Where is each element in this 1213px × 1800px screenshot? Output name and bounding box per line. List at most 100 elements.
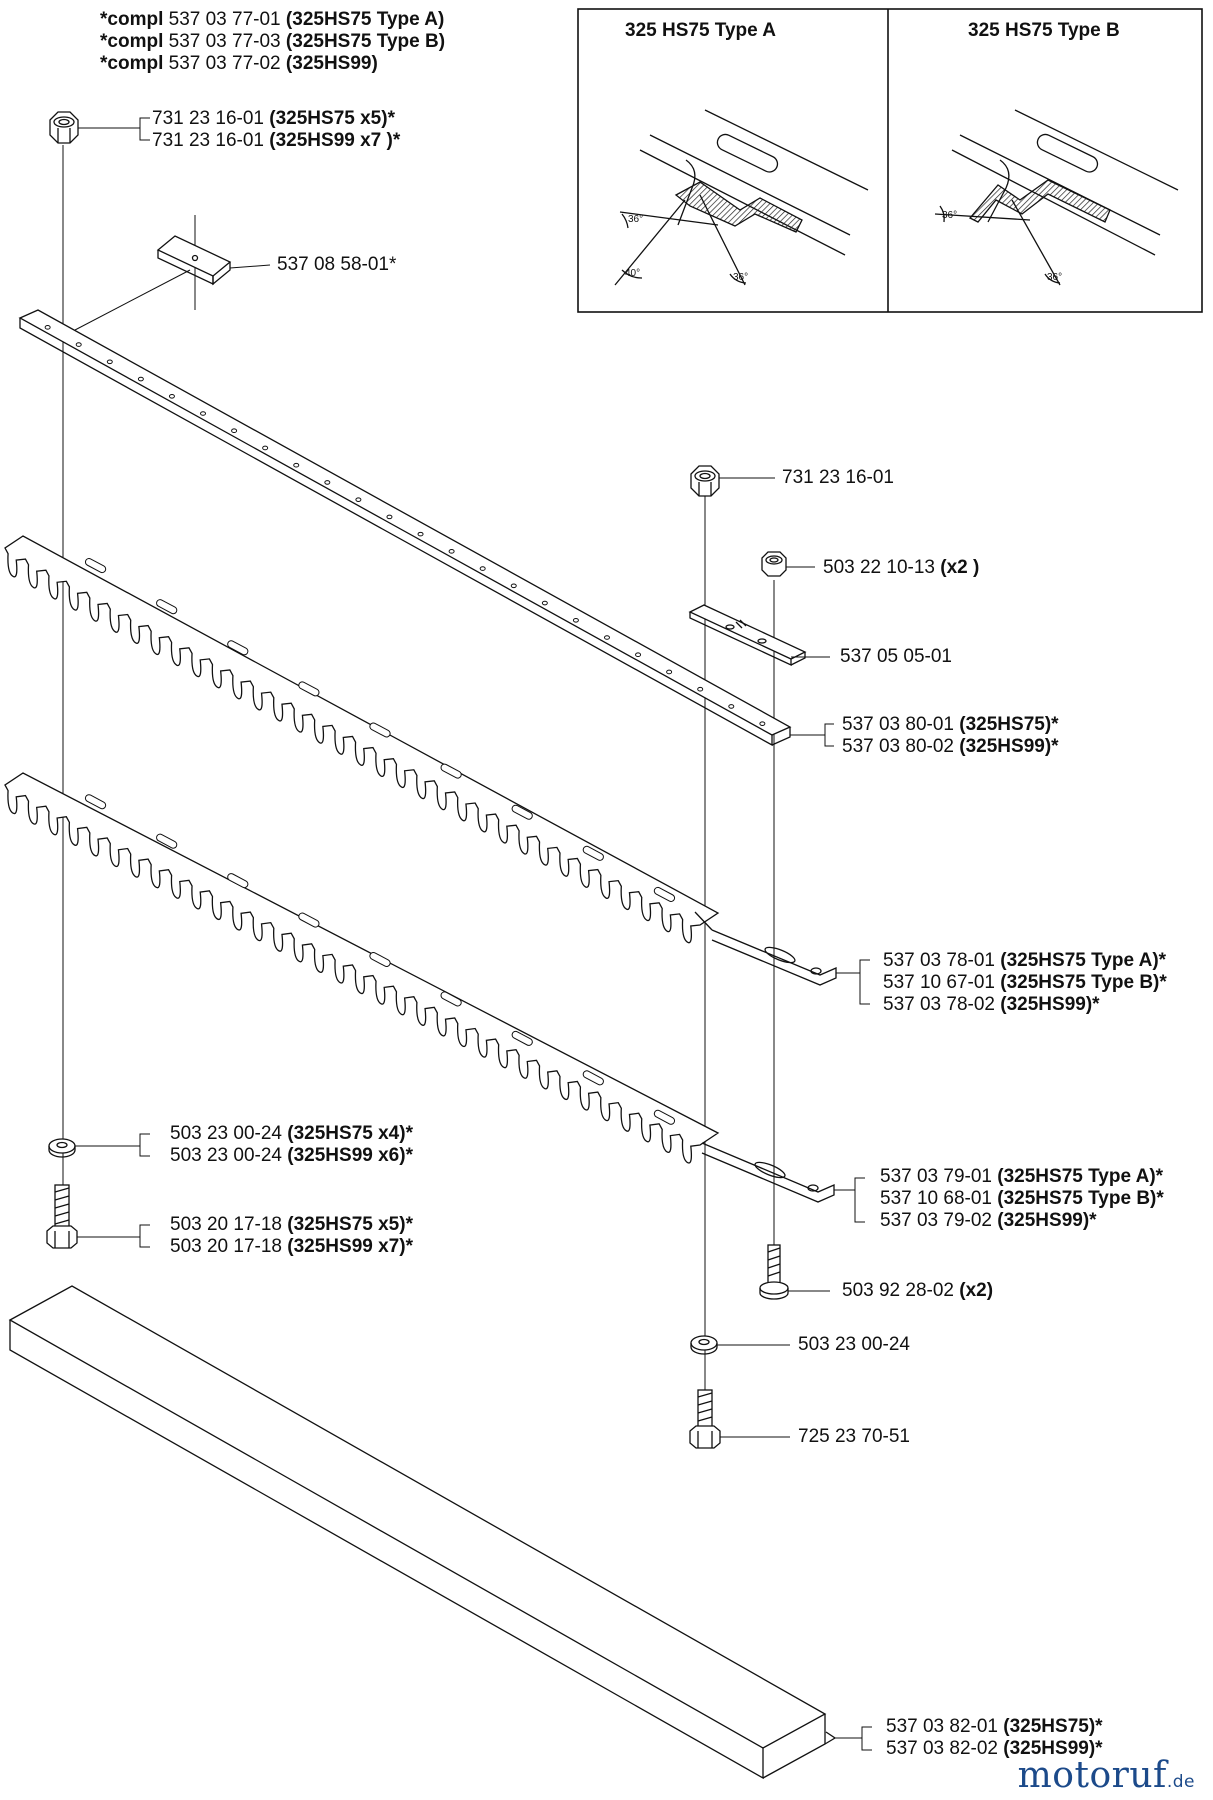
compl-prefix: *compl xyxy=(100,53,164,74)
label-plate: 537 05 05-01 xyxy=(840,646,952,667)
bar-hole xyxy=(417,531,424,537)
blade-slot xyxy=(156,599,178,615)
bar-hole xyxy=(262,445,269,451)
screw-small xyxy=(759,1244,789,1300)
label-blade-upper-1: 537 03 78-01 (325HS75 Type A)* xyxy=(883,950,1167,971)
bar-hole xyxy=(541,600,548,606)
label-bolt-left-2: 503 20 17-18 (325HS99 x7)* xyxy=(170,1236,413,1257)
label-clip: 537 08 58-01* xyxy=(277,254,397,275)
blade-slot xyxy=(84,794,107,810)
label-bolt-left-1: 503 20 17-18 (325HS75 x5)* xyxy=(170,1214,413,1235)
label-blade-upper-3: 537 03 78-02 (325HS99)* xyxy=(883,994,1100,1015)
compl-line-1: *compl 537 03 77-01 (325HS75 Type A) xyxy=(100,8,444,31)
label-nut-small: 503 22 10-13 (x2 ) xyxy=(823,557,980,578)
type-a-detail xyxy=(614,109,869,286)
blade-slot xyxy=(298,681,320,697)
bar-hole xyxy=(448,549,455,554)
type-b-angle-1: 36° xyxy=(942,210,957,221)
label-washer-right: 503 23 00-24 xyxy=(798,1334,910,1355)
blade-slot xyxy=(227,640,249,656)
type-a-angle-3: 36° xyxy=(733,272,748,283)
blade-slot xyxy=(227,873,249,889)
type-b-angle-2: 36° xyxy=(1047,272,1062,283)
hex-nut-small xyxy=(761,551,787,577)
bolt-left xyxy=(46,1184,78,1249)
label-nut-top-2: 731 23 16-01 (325HS99 x7 )* xyxy=(152,130,401,151)
clip-to-bar-line xyxy=(74,269,191,331)
blade-slot xyxy=(156,833,178,849)
label-blade-upper-2: 537 10 67-01 (325HS75 Type B)* xyxy=(883,972,1167,993)
bar-hole xyxy=(572,617,579,623)
inset-title-type-a: 325 HS75 Type A xyxy=(625,20,777,41)
blade-slot xyxy=(582,845,604,861)
compl-line-2: *compl 537 03 77-03 (325HS75 Type B) xyxy=(100,30,445,53)
bar-hole xyxy=(231,428,238,434)
compl-code: 537 03 77-02 xyxy=(168,53,281,74)
blade-slot xyxy=(511,804,533,820)
blade-slot xyxy=(440,991,462,1007)
bar-hole xyxy=(635,652,642,658)
hex-nut-right xyxy=(690,465,720,497)
compl-model: (325HS99) xyxy=(285,53,378,74)
compl-code: 537 03 77-01 xyxy=(168,9,281,30)
upper-blade-slots xyxy=(84,558,676,902)
label-guard-1: 537 03 82-01 (325HS75)* xyxy=(886,1716,1103,1737)
label-guard-2: 537 03 82-02 (325HS99)* xyxy=(886,1738,1103,1759)
leader-lines xyxy=(75,117,872,1751)
bar-hole xyxy=(510,583,517,589)
bar-hole xyxy=(666,669,673,675)
bar-hole xyxy=(200,411,207,416)
watermark-logo: motoruf.de xyxy=(1017,1755,1195,1796)
bar-holes xyxy=(44,325,766,726)
connector-plate xyxy=(688,604,807,667)
label-blade-lower-3: 537 03 79-02 (325HS99)* xyxy=(880,1210,1097,1231)
bar-hole xyxy=(324,480,331,485)
bar-hole xyxy=(137,376,144,382)
label-washer-left-2: 503 23 00-24 (325HS99 x6)* xyxy=(170,1145,413,1166)
support-bar xyxy=(18,309,792,747)
blade-slot xyxy=(653,886,676,902)
type-a-angle-1: 36° xyxy=(628,214,643,225)
compl-model: (325HS75 Type B) xyxy=(285,31,446,52)
blade-guard xyxy=(8,1285,837,1780)
compl-model: (325HS75 Type A) xyxy=(285,9,445,30)
label-nut-right: 731 23 16-01 xyxy=(782,467,894,488)
blade-slot xyxy=(84,558,107,574)
blade-slot xyxy=(653,1109,676,1125)
lower-blade xyxy=(4,772,835,1203)
bar-hole xyxy=(728,704,735,709)
label-bar-2: 537 03 80-02 (325HS99)* xyxy=(842,736,1059,757)
bolt-right xyxy=(689,1389,721,1449)
washer-left xyxy=(48,1138,76,1158)
blade-slot xyxy=(369,951,391,968)
bar-hole xyxy=(759,721,766,726)
label-washer-left-1: 503 23 00-24 (325HS75 x4)* xyxy=(170,1123,413,1144)
washer-right xyxy=(690,1335,718,1355)
compl-prefix: *compl xyxy=(100,31,164,52)
blade-slot xyxy=(440,763,462,779)
bar-hole xyxy=(355,497,362,502)
inset-box xyxy=(577,8,1203,313)
lower-blade-slots xyxy=(84,794,676,1125)
clip-part xyxy=(156,235,232,286)
bar-hole xyxy=(168,393,175,399)
bar-hole xyxy=(293,462,300,468)
bar-hole xyxy=(697,686,704,692)
inset-angle-labels: 36° 40° 36° 36° 36° xyxy=(625,210,1062,283)
blade-slot xyxy=(298,912,320,928)
compl-prefix: *compl xyxy=(100,9,164,30)
inset-title-type-b: 325 HS75 Type B xyxy=(968,20,1120,41)
upper-blade xyxy=(4,535,837,986)
bar-hole xyxy=(106,359,113,365)
bar-hole xyxy=(44,325,51,330)
label-bolt-right: 725 23 70-51 xyxy=(798,1426,910,1447)
compl-line-3: *compl 537 03 77-02 (325HS99) xyxy=(100,52,378,75)
label-nut-top-1: 731 23 16-01 (325HS75 x5)* xyxy=(152,108,395,129)
type-a-angle-2: 40° xyxy=(625,268,640,279)
bar-hole xyxy=(479,566,486,571)
type-b-detail xyxy=(934,109,1179,286)
bar-hole xyxy=(386,514,393,520)
blade-slot xyxy=(511,1030,533,1046)
bar-hole xyxy=(603,635,610,640)
